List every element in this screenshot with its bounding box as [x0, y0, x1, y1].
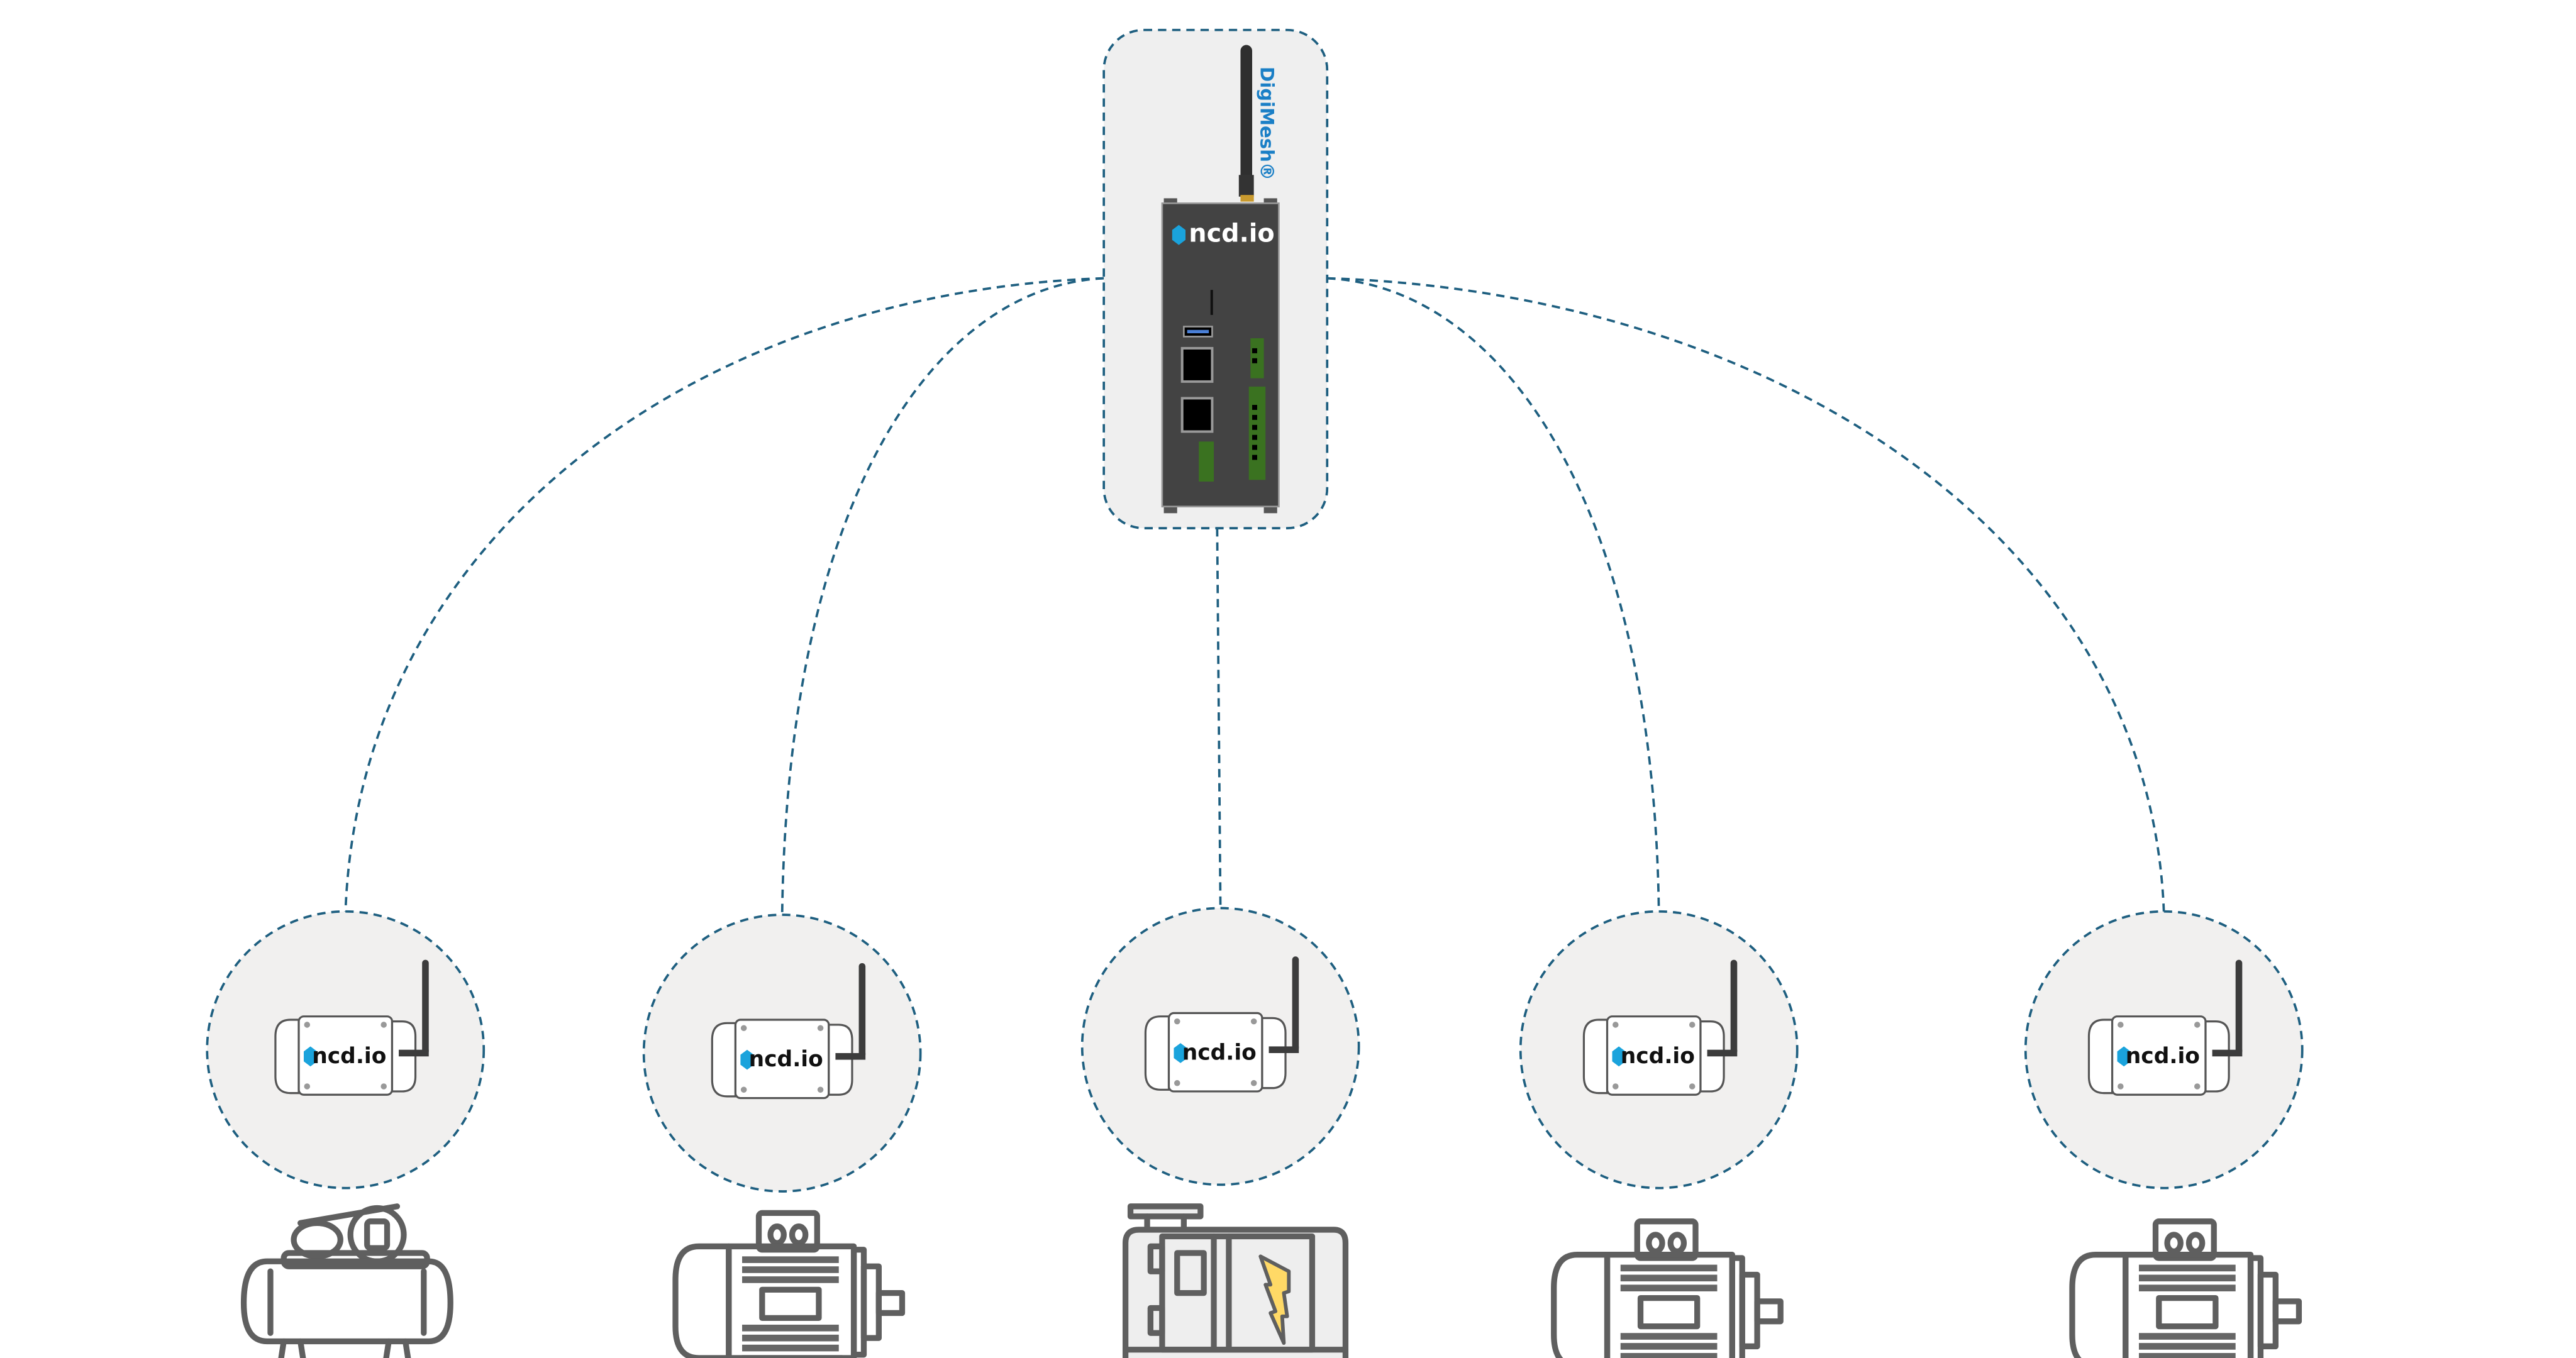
lightning-icon — [1258, 1254, 1291, 1345]
mesh-link-1 — [344, 277, 1104, 914]
sensor-node-5[interactable]: ncd.io — [2024, 910, 2304, 1190]
antenna-icon — [1240, 45, 1253, 187]
terminal-block-2 — [1248, 386, 1266, 480]
sensor-logo: ncd.io — [1182, 1041, 1257, 1066]
electric-motor-icon — [1554, 1222, 1780, 1358]
terminal-block-1 — [1250, 338, 1264, 378]
sensor-node-4[interactable]: ncd.io — [1519, 910, 1799, 1190]
gateway[interactable]: ncd.io DigiMesh® — [1102, 28, 1329, 530]
mesh-link-4 — [1327, 277, 1660, 914]
sensor-logo: ncd.io — [2126, 1044, 2200, 1069]
electric-motor-icon — [2072, 1222, 2299, 1358]
protocol-label: DigiMesh® — [1256, 67, 1277, 180]
sensor-node-3[interactable]: ncd.io — [1080, 907, 1360, 1186]
air-compressor-icon — [240, 1203, 453, 1358]
mesh-link-3 — [1216, 528, 1222, 914]
ethernet-port-1[interactable] — [1180, 346, 1214, 383]
sensor-logo: ncd.io — [1621, 1044, 1695, 1069]
mesh-link-2 — [780, 277, 1104, 917]
mesh-link-5 — [1327, 277, 2165, 914]
gateway-logo: ncd.io — [1189, 219, 1274, 248]
ncd-logo-icon — [1172, 224, 1186, 245]
sensor-node-1[interactable]: ncd.io — [206, 910, 486, 1190]
ethernet-port-2[interactable] — [1180, 397, 1214, 433]
electric-motor-icon — [675, 1213, 902, 1358]
sensor-node-2[interactable]: ncd.io — [642, 914, 922, 1193]
sensor-logo: ncd.io — [312, 1044, 386, 1069]
sensor-logo: ncd.io — [749, 1047, 823, 1072]
generator-icon — [1122, 1203, 1349, 1358]
